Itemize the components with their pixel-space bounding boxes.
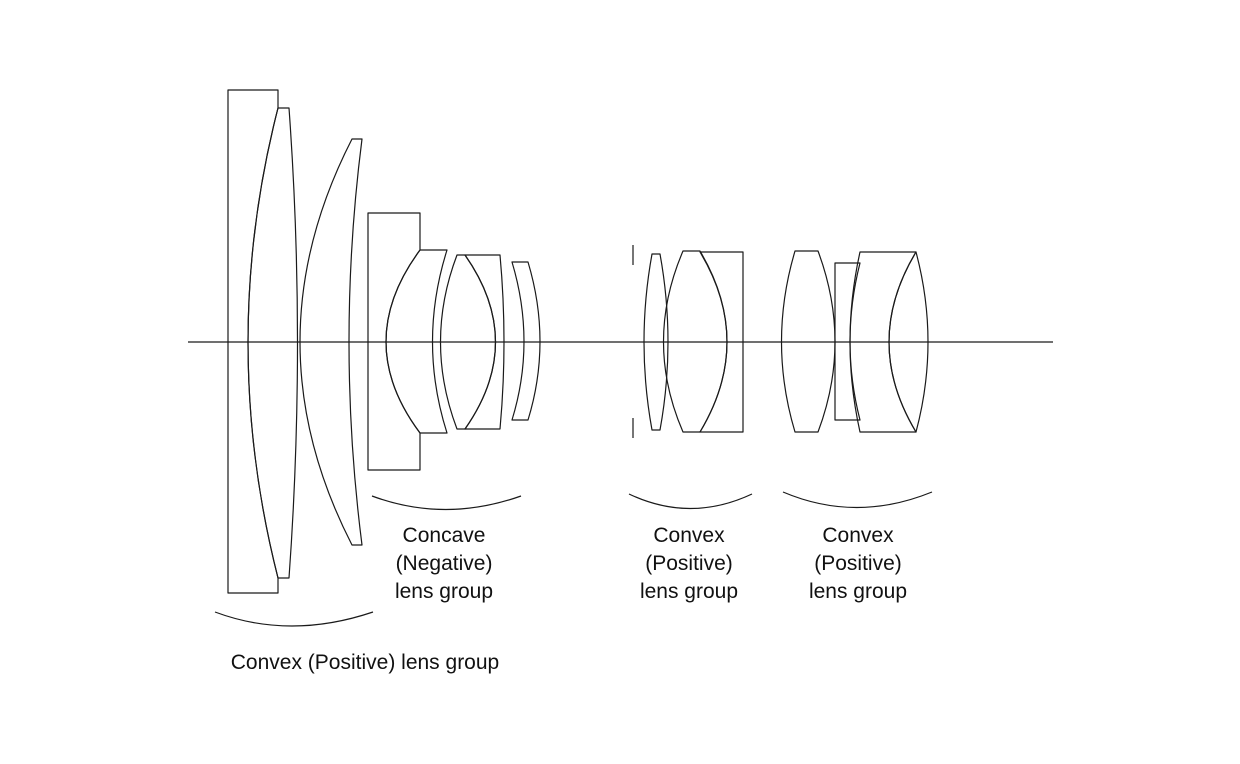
negative-lens-element-4 bbox=[464, 254, 505, 430]
fourth-lens-element-1 bbox=[780, 250, 836, 433]
negative-group-label-line-1: Concave bbox=[403, 524, 486, 547]
negative-group-bracket bbox=[371, 495, 522, 511]
third-group-bracket bbox=[628, 493, 753, 510]
front-lens-element-2 bbox=[247, 107, 299, 579]
fourth-group-label-line-2: (Positive) bbox=[814, 552, 902, 575]
negative-lens-element-5 bbox=[511, 261, 541, 421]
negative-lens-group bbox=[367, 212, 541, 471]
fourth-lens-element-4 bbox=[888, 251, 929, 433]
third-group-label-line-1: Convex bbox=[653, 524, 725, 547]
front-lens-group bbox=[227, 89, 363, 594]
fourth-group-bracket bbox=[782, 491, 933, 509]
fourth-group-label-line-1: Convex bbox=[822, 524, 894, 547]
third-group-label-line-3: lens group bbox=[640, 580, 738, 603]
fourth-group-label-line-3: lens group bbox=[809, 580, 907, 603]
fourth-lens-group bbox=[780, 250, 929, 433]
negative-group-label-line-2: (Negative) bbox=[396, 552, 493, 575]
front-group-label: Convex (Positive) lens group bbox=[231, 651, 499, 674]
front-group-bracket bbox=[214, 611, 374, 627]
front-lens-element-3 bbox=[299, 138, 363, 546]
negative-group-label-line-3: lens group bbox=[395, 580, 493, 603]
third-group-label-line-2: (Positive) bbox=[645, 552, 733, 575]
negative-lens-element-2 bbox=[385, 249, 448, 434]
third-lens-element-3 bbox=[699, 251, 744, 433]
third-lens-element-1 bbox=[643, 253, 669, 431]
third-lens-group bbox=[643, 250, 744, 433]
